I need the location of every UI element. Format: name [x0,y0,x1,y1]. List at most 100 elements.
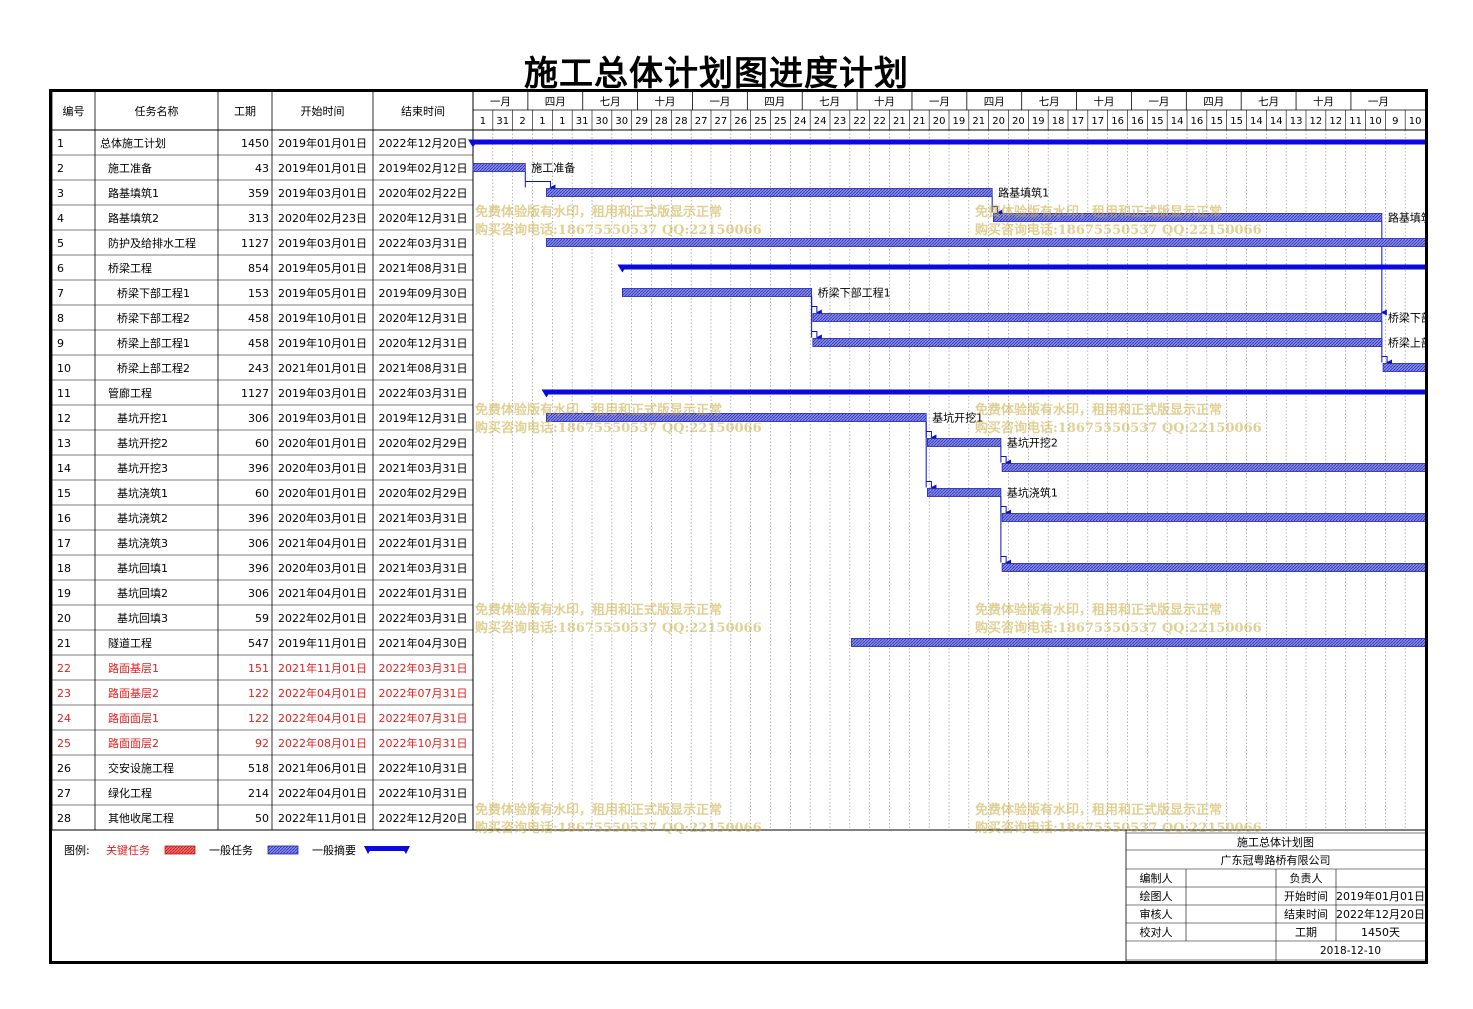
day-label: 30 [596,116,609,127]
cell-duration: 60 [255,437,269,450]
cell-start: 2019年03月01日 [278,186,367,200]
cell-end: 2020年12月31日 [379,336,468,350]
cell-duration: 1127 [241,237,269,250]
titleblock-label: 负责人 [1290,871,1323,885]
dependency-link [1001,496,1006,513]
summary-bar [546,389,1425,395]
day-label: 1 [559,116,565,127]
cell-id: 2 [57,162,64,175]
cell-end: 2022年07月31日 [379,711,468,725]
cell-task-name: 隧道工程 [108,636,152,650]
day-label: 25 [774,116,787,127]
cell-start: 2019年10月01日 [278,311,367,325]
cell-start: 2019年05月01日 [278,261,367,275]
summary-cap [541,389,552,398]
task-bar [622,288,813,297]
day-label: 21 [972,116,985,127]
cell-task-name: 防护及给排水工程 [108,236,196,250]
day-label: 22 [853,116,866,127]
cell-start: 2021年01月01日 [278,361,367,375]
cell-start: 2022年11月01日 [278,811,367,825]
cell-end: 2022年01月31日 [379,586,468,600]
cell-start: 2020年01月01日 [278,436,367,450]
column-header: 工期 [234,105,256,118]
cell-start: 2021年11月01日 [278,661,367,675]
cell-id: 9 [57,337,64,350]
dependency-link [992,196,997,213]
cell-start: 2019年03月01日 [278,236,367,250]
day-label: 10 [1409,116,1422,127]
task-bar [812,313,1383,322]
cell-task-name: 基坑回填3 [117,611,168,625]
day-label: 1 [539,116,545,127]
cell-start: 2020年01月01日 [278,486,367,500]
month-label: 一月 [490,96,511,108]
cell-end: 2022年03月31日 [379,661,468,675]
day-label: 14 [1250,116,1263,127]
day-label: 9 [1392,116,1398,127]
titleblock-company: 广东冠粤路桥有限公司 [1221,853,1331,867]
task-bar [1001,463,1425,472]
summary-bar [622,264,1425,270]
cell-start: 2022年04月01日 [278,711,367,725]
titleblock-label: 结束时间 [1284,908,1328,921]
cell-task-name: 基坑回填1 [117,561,168,575]
cell-start: 2019年05月01日 [278,286,367,300]
day-label: 13 [1290,116,1303,127]
cell-task-name: 总体施工计划 [100,136,166,150]
cell-end: 2022年12月20日 [379,811,468,825]
cell-task-name: 路基填筑2 [108,211,159,225]
day-label: 31 [576,116,589,127]
cell-end: 2020年12月31日 [379,311,468,325]
cell-task-name: 路面面层1 [108,712,159,725]
task-bar [472,163,526,172]
cell-end: 2022年03月31日 [379,236,468,250]
cell-id: 17 [57,537,71,550]
day-label: 14 [1270,116,1283,127]
dependency-link [926,421,931,438]
cell-id: 14 [57,462,71,475]
cell-duration: 854 [248,262,269,275]
cell-duration: 59 [255,612,269,625]
day-label: 15 [1151,116,1164,127]
cell-end: 2021年04月30日 [379,636,468,650]
bar-label: 基坑开挖2 [1007,436,1058,450]
day-label: 23 [834,116,847,127]
cell-task-name: 桥梁下部工程2 [117,311,190,325]
month-label: 七月 [1039,96,1060,108]
cell-end: 2022年10月31日 [379,786,468,800]
cell-duration: 313 [248,212,269,225]
cell-end: 2022年07月31日 [379,686,468,700]
month-label: 一月 [1148,96,1169,108]
cell-start: 2020年03月01日 [278,461,367,475]
gantt-frame: 编号任务名称工期开始时间结束时间一月四月七月十月一月四月七月十月一月四月七月十月… [49,89,1428,964]
cell-end: 2019年09月30日 [379,286,468,300]
day-label: 27 [695,116,708,127]
month-label: 七月 [819,96,840,108]
day-label: 24 [794,116,807,127]
day-label: 16 [1191,116,1204,127]
month-label: 四月 [764,96,785,108]
titleblock-date: 2018-12-10 [1320,945,1381,957]
cell-duration: 43 [255,162,269,175]
cell-duration: 153 [248,287,269,300]
titleblock-value: 2022年12月20日 [1336,907,1425,921]
task-bar [927,488,1002,497]
cell-end: 2021年03月31日 [379,511,468,525]
cell-task-name: 其他收尾工程 [108,811,174,825]
bar-label: 桥梁下部工程1 [818,286,891,300]
month-label: 四月 [545,96,566,108]
dependency-link [926,421,931,488]
cell-task-name: 桥梁上部工程2 [117,361,190,375]
day-label: 21 [893,116,906,127]
cell-start: 2020年03月01日 [278,561,367,575]
cell-duration: 359 [248,187,269,200]
cell-id: 5 [57,237,64,250]
cell-task-name: 基坑开挖2 [117,436,168,450]
titleblock-value: 1450天 [1361,926,1400,939]
column-header: 开始时间 [301,104,345,118]
dependency-link [812,296,817,338]
bar-label: 路基填筑2 [1388,211,1425,225]
titleblock-label: 校对人 [1140,925,1173,939]
cell-end: 2022年01月31日 [379,536,468,550]
